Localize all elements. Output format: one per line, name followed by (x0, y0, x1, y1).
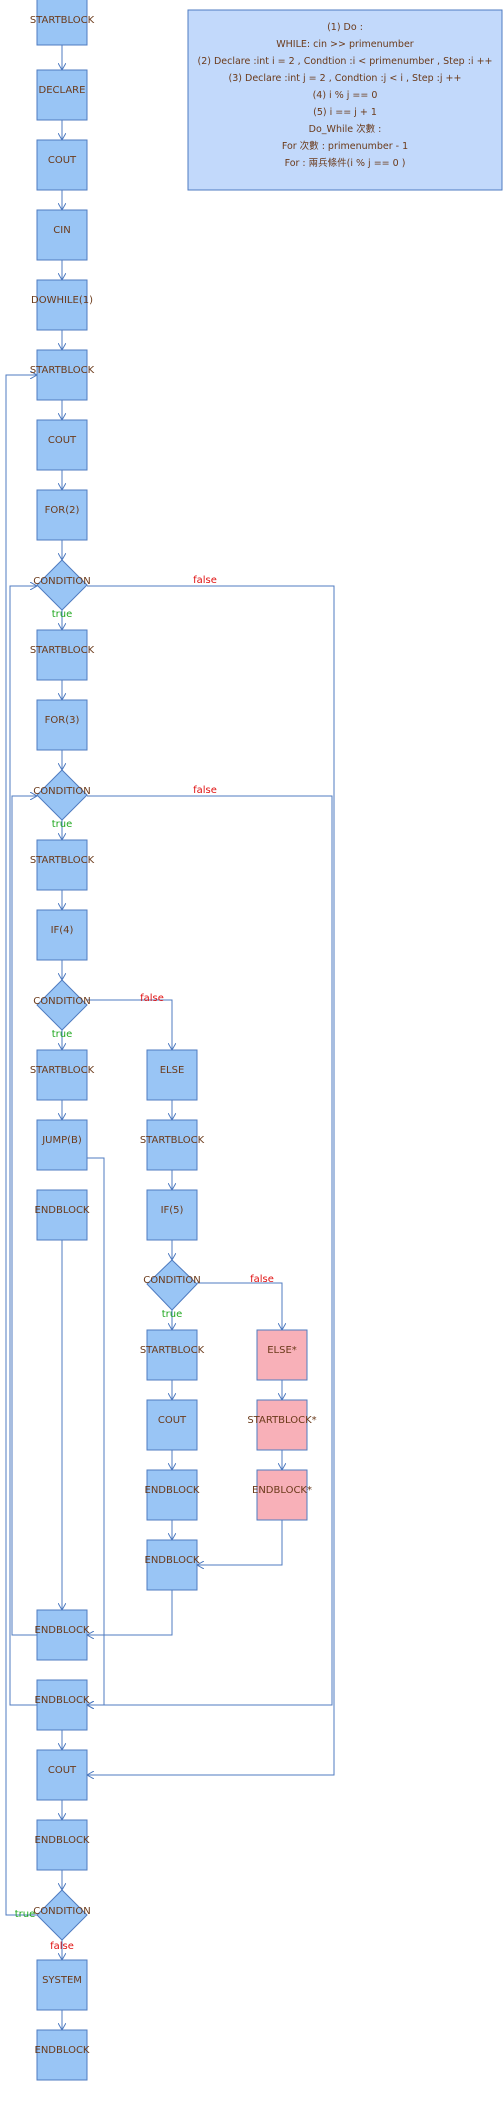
note-line: Do_While 次數 : (309, 123, 382, 135)
node-label: CONDITION (33, 786, 90, 797)
node-if: IF(4) (36, 909, 88, 961)
node-label: IF(5) (161, 1205, 184, 1216)
node-cout: COUT (146, 1399, 198, 1451)
node-condition: CONDITION (33, 979, 91, 1031)
note-line: For : 兩兵條件(i % j == 0 ) (285, 157, 406, 169)
node-endblock-star: ENDBLOCK* (252, 1469, 312, 1521)
node-declare: DECLARE (36, 69, 88, 121)
node-cin: CIN (36, 209, 88, 261)
node-system: SYSTEM (36, 1959, 88, 2011)
note-line: (2) Declare :int i = 2 , Condtion :i < p… (197, 56, 492, 67)
node-endblock: ENDBLOCK (145, 1539, 200, 1591)
true-label: true (15, 1909, 36, 1920)
node-label: ELSE (160, 1065, 185, 1076)
node-label: ENDBLOCK (35, 1835, 90, 1846)
node-label: ENDBLOCK (145, 1485, 200, 1496)
node-label: COUT (48, 1765, 77, 1776)
node-startblock: STARTBLOCK (30, 1049, 95, 1101)
node-label: STARTBLOCK (140, 1135, 205, 1146)
node-label: ENDBLOCK (145, 1555, 200, 1566)
true-label: true (52, 1029, 73, 1040)
true-label: true (162, 1309, 183, 1320)
node-for: FOR(3) (36, 699, 88, 751)
node-startblock: STARTBLOCK (30, 839, 95, 891)
node-label: STARTBLOCK (30, 1065, 95, 1076)
node-label: CONDITION (33, 576, 90, 587)
node-startblock: STARTBLOCK (140, 1329, 205, 1381)
node-label: JUMP(B) (41, 1135, 82, 1146)
node-endblock: ENDBLOCK (35, 2029, 90, 2081)
node-else-star: ELSE* (256, 1329, 308, 1381)
node-label: IF(4) (51, 925, 74, 936)
node-condition: CONDITION (33, 769, 91, 821)
node-label: COUT (158, 1415, 187, 1426)
node-label: STARTBLOCK (30, 645, 95, 656)
false-label: false (140, 993, 164, 1004)
node-endblock: ENDBLOCK (35, 1189, 90, 1241)
node-label: COUT (48, 435, 77, 446)
node-label: CONDITION (33, 996, 90, 1007)
node-endblock: ENDBLOCK (35, 1679, 90, 1731)
node-cout: COUT (36, 1749, 88, 1801)
node-jump: JUMP(B) (36, 1119, 88, 1171)
edges (5, 45, 335, 2030)
node-label: STARTBLOCK (30, 15, 95, 26)
node-label: SYSTEM (42, 1975, 82, 1986)
node-label: STARTBLOCK (30, 855, 95, 866)
node-startblock: STARTBLOCK (30, 0, 95, 46)
node-dowhile: DOWHILE(1) (31, 279, 93, 331)
node-label: CONDITION (143, 1275, 200, 1286)
node-startblock: STARTBLOCK (140, 1119, 205, 1171)
node-label: ENDBLOCK (35, 1625, 90, 1636)
node-label: FOR(2) (45, 505, 80, 516)
false-label: false (250, 1274, 274, 1285)
node-label: CONDITION (33, 1906, 90, 1917)
node-condition: CONDITION (33, 1889, 91, 1941)
note-line: For 次數 : primenumber - 1 (282, 140, 408, 152)
notes-panel: (1) Do : WHILE: cin >> primenumber (2) D… (187, 9, 503, 191)
node-condition: CONDITION (143, 1259, 201, 1311)
true-label: true (52, 819, 73, 830)
node-label: FOR(3) (45, 715, 80, 726)
node-else: ELSE (146, 1049, 198, 1101)
node-endblock: ENDBLOCK (145, 1469, 200, 1521)
note-line: WHILE: cin >> primenumber (276, 39, 414, 50)
nodes: STARTBLOCK DECLARE COUT CIN DOWHILE(1) S… (30, 0, 317, 2081)
node-endblock: ENDBLOCK (35, 1609, 90, 1661)
note-line: (5) i == j + 1 (313, 107, 377, 118)
node-startblock: STARTBLOCK (30, 349, 95, 401)
node-condition: CONDITION (33, 559, 91, 611)
node-label: STARTBLOCK (140, 1345, 205, 1356)
node-label: DOWHILE(1) (31, 295, 93, 306)
note-line: (1) Do : (327, 22, 363, 33)
node-for: FOR(2) (36, 489, 88, 541)
node-endblock: ENDBLOCK (35, 1819, 90, 1871)
node-label: STARTBLOCK (30, 365, 95, 376)
true-label: true (52, 609, 73, 620)
node-label: CIN (53, 225, 70, 236)
node-label: ENDBLOCK (35, 2045, 90, 2056)
node-label: ENDBLOCK (35, 1205, 90, 1216)
node-startblock-star: STARTBLOCK* (247, 1399, 317, 1451)
node-label: ELSE* (267, 1345, 297, 1356)
node-label: COUT (48, 155, 77, 166)
false-label: false (193, 785, 217, 796)
node-label: DECLARE (39, 85, 86, 96)
false-label: false (50, 1941, 74, 1952)
node-cout: COUT (36, 419, 88, 471)
false-label: false (193, 575, 217, 586)
node-startblock: STARTBLOCK (30, 629, 95, 681)
node-label: ENDBLOCK (35, 1695, 90, 1706)
note-line: (4) i % j == 0 (313, 90, 378, 101)
note-line: (3) Declare :int j = 2 , Condtion :j < i… (229, 73, 462, 84)
node-label: ENDBLOCK* (252, 1485, 312, 1496)
node-cout: COUT (36, 139, 88, 191)
node-if: IF(5) (146, 1189, 198, 1241)
edge-labels: true false true false true false true fa… (15, 575, 274, 1952)
node-label: STARTBLOCK* (247, 1415, 316, 1426)
